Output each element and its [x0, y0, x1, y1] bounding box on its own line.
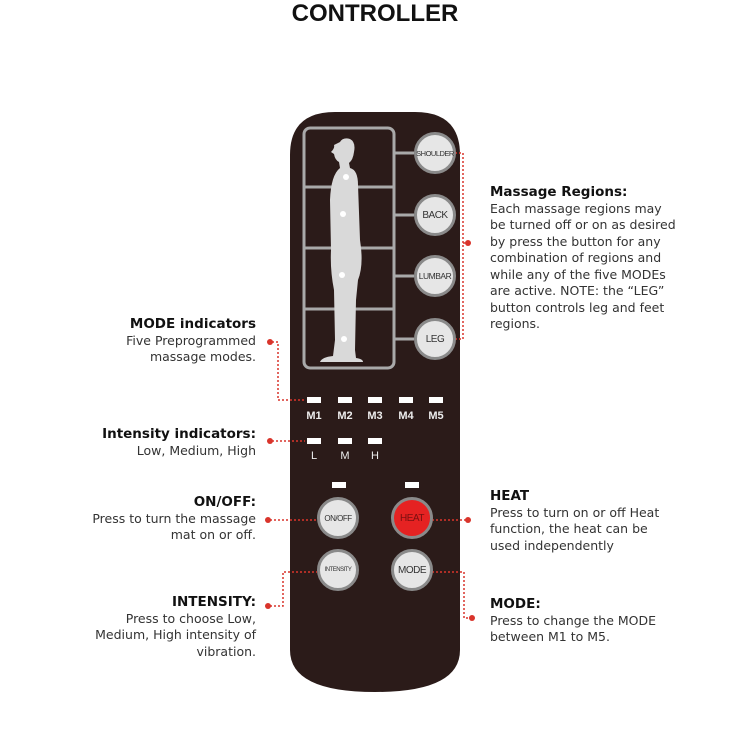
- connector-dots: [265, 240, 475, 621]
- page-title: CONTROLLER: [291, 0, 459, 27]
- note-body: Press to turn on or off Heat function, t…: [490, 504, 660, 553]
- mode-led-4: [399, 397, 413, 403]
- mode-label: M4: [398, 410, 414, 422]
- intensity-label: L: [310, 450, 318, 462]
- point-dots: [339, 174, 349, 342]
- mode-label: M2: [337, 410, 353, 422]
- note-body: Low, Medium, High: [136, 442, 256, 458]
- note-body: Press to choose Low, Medium, High intens…: [95, 610, 256, 659]
- intensity-led-high: [368, 438, 382, 444]
- mode-button[interactable]: MODE: [391, 549, 433, 591]
- intensity-label: H: [371, 450, 379, 462]
- note-title: Massage Regions:: [490, 184, 628, 200]
- note-body: Press to turn the massage mat on or off.: [92, 510, 256, 543]
- connector-lines: [270, 152, 470, 619]
- mode-led-5: [429, 397, 443, 403]
- intensity-indicators-note: Intensity indicators:Low, Medium, High: [80, 426, 256, 459]
- leg-button[interactable]: LEG: [414, 318, 456, 360]
- lumbar-button[interactable]: LUMBAR: [414, 255, 456, 297]
- intensity-led-medium: [338, 438, 352, 444]
- person-silhouette: [320, 138, 363, 362]
- mode-label: M3: [367, 410, 383, 422]
- power-led: [332, 482, 346, 488]
- intensity-note: INTENSITY:Press to choose Low, Medium, H…: [80, 594, 256, 660]
- heat-led: [405, 482, 419, 488]
- shoulder-button[interactable]: SHOULDER: [414, 132, 456, 174]
- massage-regions-note: Massage Regions:Each massage regions may…: [490, 184, 680, 333]
- mode-label: M5: [428, 410, 444, 422]
- note-title: Intensity indicators:: [102, 426, 256, 442]
- note-title: HEAT: [490, 488, 530, 504]
- note-body: Five Preprogrammed massage modes.: [126, 332, 256, 365]
- note-title: MODE indicators: [129, 316, 256, 332]
- mode-led-1: [307, 397, 321, 403]
- mode-note: MODE:Press to change the MODE between M1…: [490, 596, 670, 646]
- note-title: MODE:: [490, 596, 541, 612]
- mode-label: M1: [306, 410, 322, 422]
- mode-led-3: [368, 397, 382, 403]
- intensity-button[interactable]: INTENSITY: [317, 549, 359, 591]
- onoff-note: ON/OFF:Press to turn the massage mat on …: [80, 494, 256, 544]
- intensity-led-low: [307, 438, 321, 444]
- back-button[interactable]: BACK: [414, 194, 456, 236]
- mode-led-2: [338, 397, 352, 403]
- intensity-label: M: [340, 450, 350, 462]
- note-title: INTENSITY:: [171, 594, 256, 610]
- onoff-button[interactable]: ON/OFF: [317, 497, 359, 539]
- heat-button[interactable]: HEAT: [391, 497, 433, 539]
- note-body: Each massage regions may be turned off o…: [490, 200, 676, 332]
- note-title: ON/OFF:: [193, 494, 256, 510]
- note-body: Press to change the MODE between M1 to M…: [490, 612, 657, 645]
